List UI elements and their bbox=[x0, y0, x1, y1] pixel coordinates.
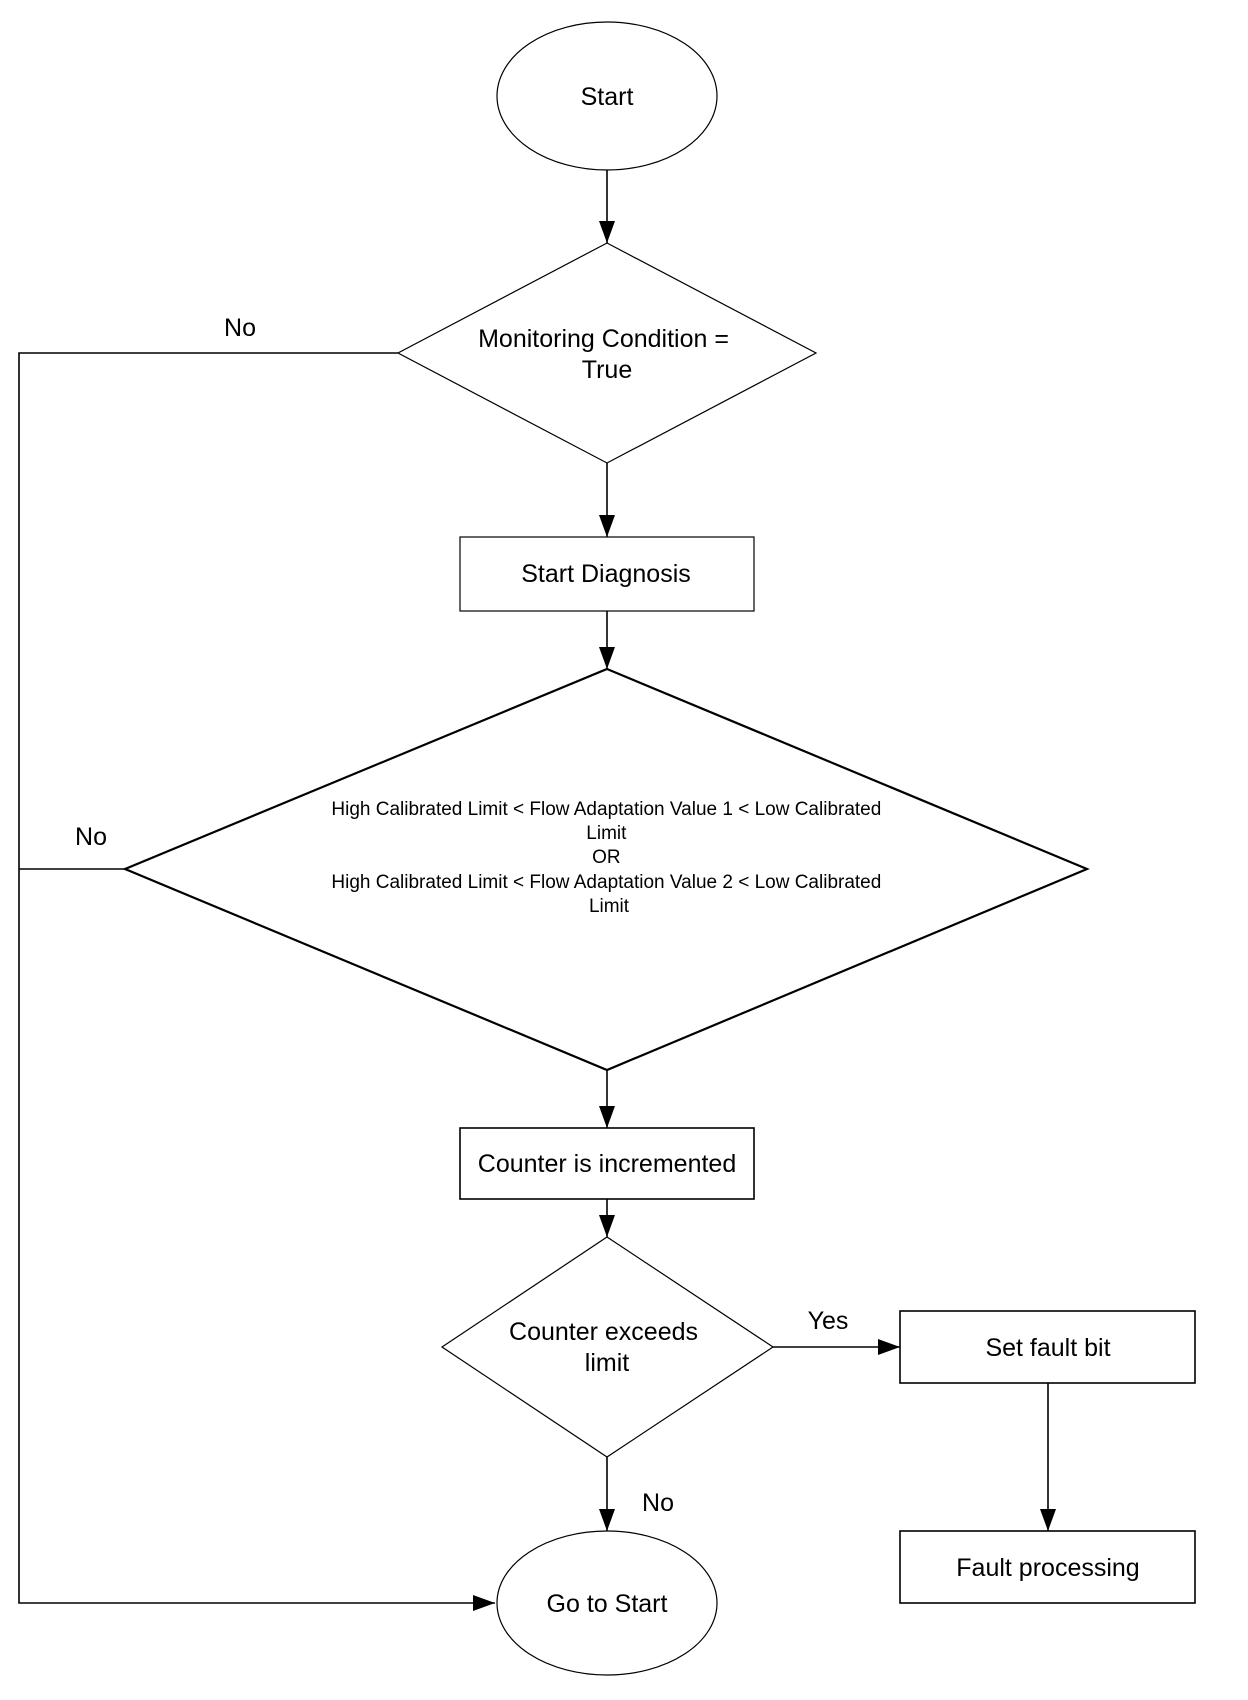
counter-exceeds-line: Counter exceeds bbox=[509, 1318, 698, 1346]
flow-adaptation-line: Limit bbox=[589, 896, 630, 917]
monitoring-condition-line: Monitoring Condition = bbox=[478, 325, 729, 353]
start-diagnosis-label: Start Diagnosis bbox=[521, 560, 691, 588]
monitoring-condition-decision bbox=[396, 242, 818, 464]
fault-processing-label: Fault processing bbox=[956, 1554, 1139, 1582]
flow-adaptation-line: High Calibrated Limit < Flow Adaptation … bbox=[331, 872, 881, 893]
set-fault-bit-label: Set fault bit bbox=[985, 1334, 1110, 1362]
fault-processing-process bbox=[899, 1530, 1196, 1604]
counter-exceeds-line: limit bbox=[585, 1349, 629, 1377]
go-to-start-terminal bbox=[496, 1530, 718, 1676]
flow-adaptation-label: High Calibrated Limit < Flow Adaptation … bbox=[331, 799, 886, 917]
flow-adaptation-line: High Calibrated Limit < Flow Adaptation … bbox=[331, 799, 881, 820]
flow-adaptation-line: OR bbox=[592, 847, 621, 868]
counter-no-label: No bbox=[642, 1489, 674, 1517]
monitoring-no-label: No bbox=[224, 314, 256, 342]
counter-incremented-label: Counter is incremented bbox=[478, 1150, 736, 1178]
set-fault-bit-process bbox=[899, 1310, 1196, 1384]
monitoring-condition-line: True bbox=[582, 356, 632, 384]
start-diagnosis-process bbox=[459, 536, 755, 612]
counter-exceeds-label: Counter exceeds limit bbox=[509, 1318, 705, 1377]
counter-incremented-process bbox=[459, 1127, 755, 1200]
counter-exceeds-decision bbox=[440, 1236, 775, 1458]
counter-yes-label: Yes bbox=[808, 1307, 849, 1335]
go-to-start-label: Go to Start bbox=[547, 1590, 668, 1618]
flow-adaptation-line: Limit bbox=[586, 823, 627, 844]
start-label: Start bbox=[581, 83, 634, 111]
flow-check-no-label: No bbox=[75, 823, 107, 851]
connector-monitoring-no-loop bbox=[18, 352, 495, 1611]
start-terminal bbox=[496, 21, 718, 171]
flow-adaptation-decision bbox=[122, 667, 1090, 1072]
monitoring-condition-label: Monitoring Condition = True bbox=[478, 325, 736, 384]
